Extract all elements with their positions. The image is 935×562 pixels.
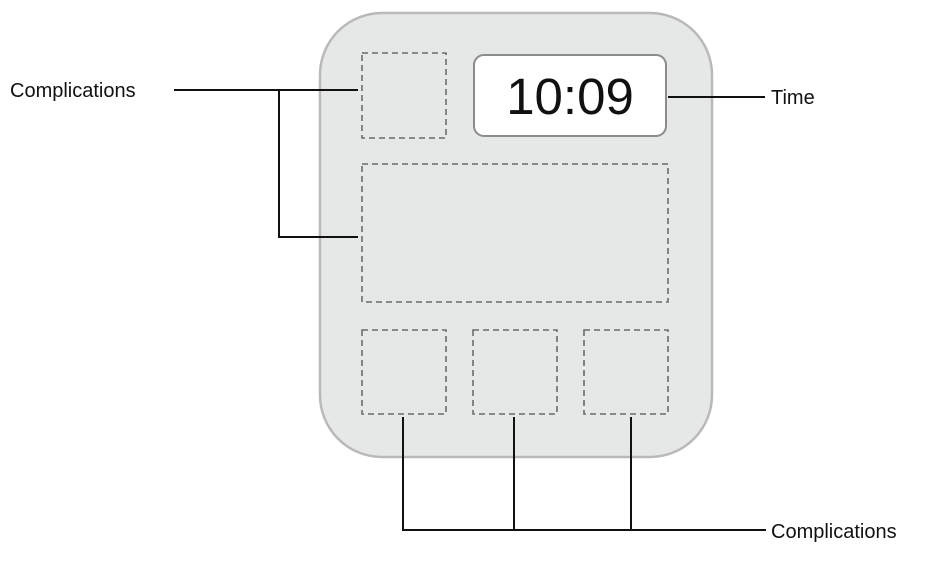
- time-display-box: [473, 54, 667, 137]
- label-time: Time: [771, 87, 815, 109]
- time-display: 10:09: [506, 68, 634, 125]
- complication-slot-bottom-center: [472, 329, 558, 415]
- complication-slot-bottom-left: [361, 329, 447, 415]
- complication-slot-bottom-right: [583, 329, 669, 415]
- callout-line-complications-bottom: [402, 417, 766, 531]
- label-complications-bottom: Complications: [771, 521, 897, 543]
- complication-slot-large: [361, 163, 669, 303]
- complication-slot-top-left: [361, 52, 447, 139]
- label-complications-top: Complications: [10, 80, 136, 102]
- callout-line-complications-top: [174, 89, 358, 238]
